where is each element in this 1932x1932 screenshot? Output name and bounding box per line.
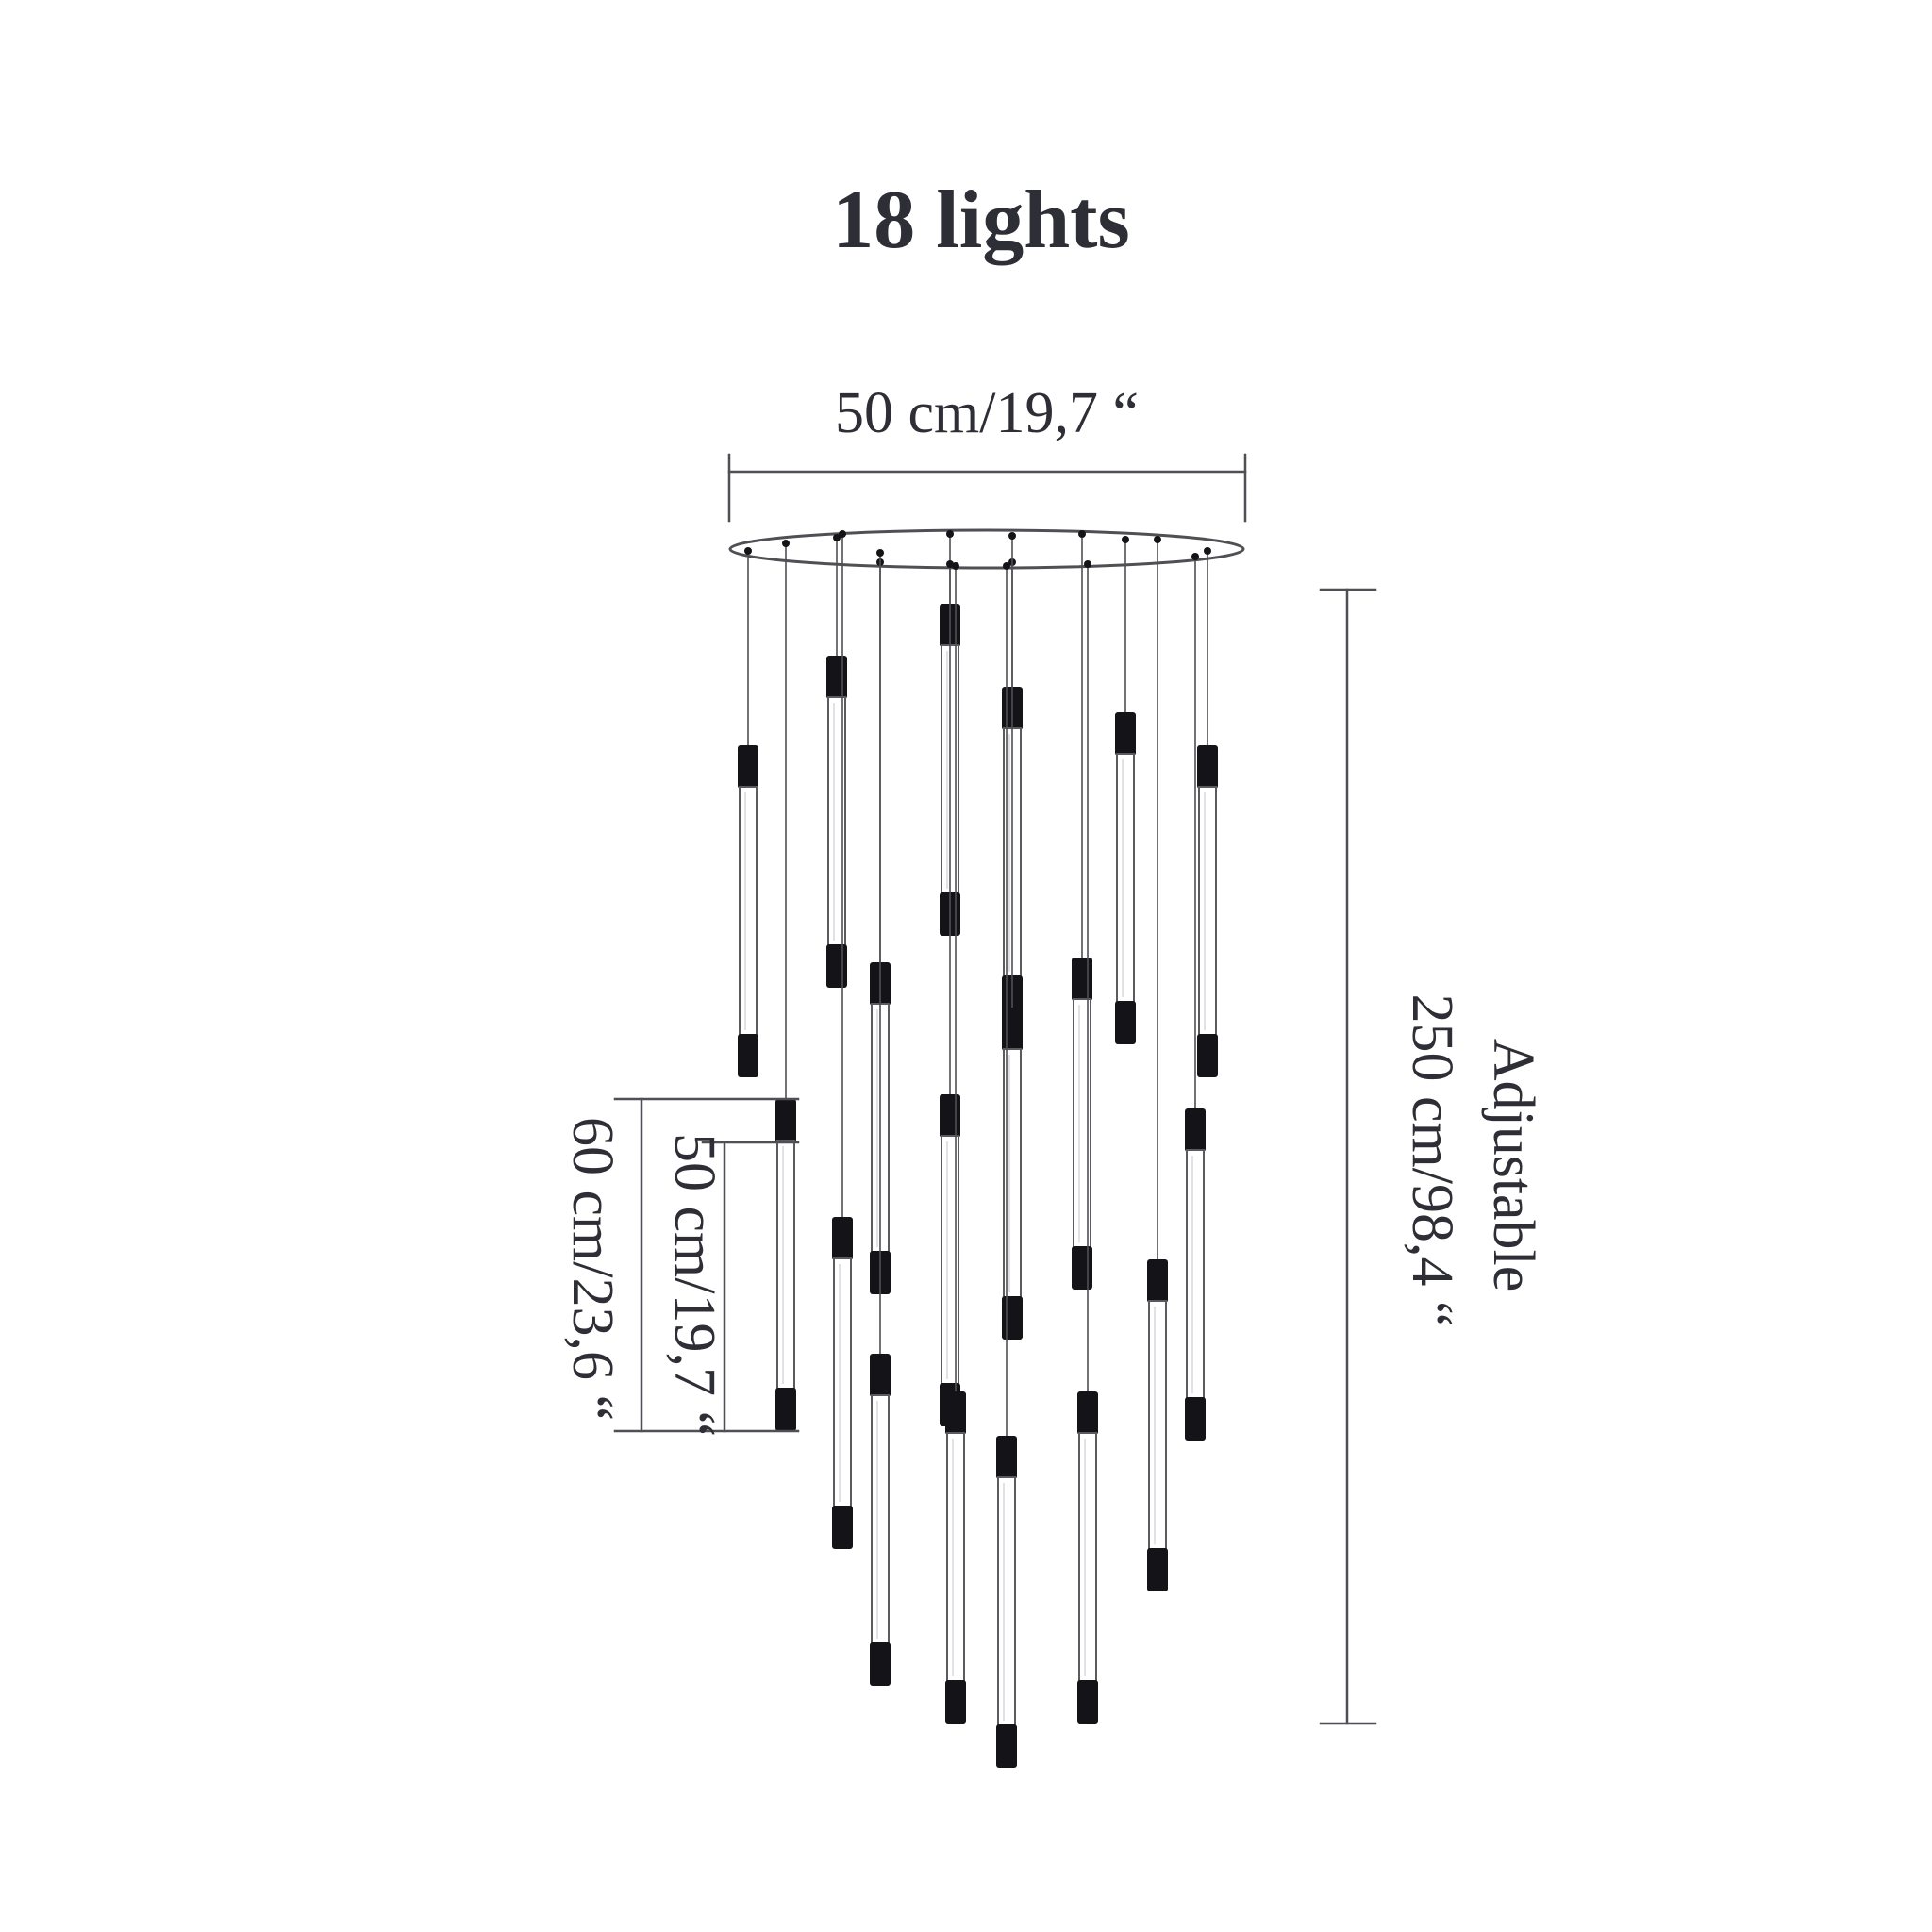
tube-bottom-cap [832,1506,853,1549]
tube-glass-body [833,1257,852,1508]
tube-glass-body [1148,1300,1167,1551]
tube-top-cap [826,656,847,699]
pendant-drop-dimension: 60 cm/23,6 “ 50 cm/19,7 “ [560,1097,800,1437]
wire-attachment-dot [1204,547,1211,555]
wire-attachment-dot [782,540,790,547]
diagram-title: 18 lights [832,175,1129,266]
tube-glass-body [776,1140,795,1391]
pendant-light [1197,547,1218,1077]
pendant-light [775,540,796,1431]
tube-top-cap [1002,1008,1023,1051]
pendant-light [1072,530,1092,1290]
pendant-light [738,547,758,1077]
wire-attachment-dot [1003,562,1010,570]
pendant-light [1147,536,1168,1591]
tube-top-cap [1197,745,1218,789]
tube-glass-body [1186,1149,1205,1400]
tube-bottom-cap [1077,1680,1098,1724]
tube-bottom-cap [996,1724,1017,1768]
wire-attachment-dot [876,549,884,557]
tube-top-cap [775,1099,796,1142]
pendant-total-drop-label: 60 cm/23,6 “ [560,1117,625,1421]
pendant-glass-length-label: 50 cm/19,7 “ [662,1133,726,1437]
ceiling-canopy [728,528,1245,570]
wire-attachment-dot [1191,553,1199,560]
tube-bottom-cap [1072,1246,1092,1290]
wire-attachment-dot [744,547,752,555]
tube-top-cap [870,1354,891,1397]
wire-attachment-dot [1154,536,1161,543]
wire-attachment-dot [946,530,954,538]
pendant-light [870,549,891,1686]
tube-top-cap [738,745,758,789]
tube-bottom-cap [1185,1397,1206,1441]
pendant-light [832,530,853,1549]
tube-glass-body [739,786,758,1037]
wire-attachment-dot [1008,532,1016,540]
tube-glass-body [1116,753,1135,1004]
pendant-light [1185,553,1206,1441]
tube-bottom-cap [1002,1296,1023,1340]
tube-bottom-cap [1115,1001,1136,1044]
pendant-light [1115,536,1136,1044]
tube-bottom-cap [1147,1548,1168,1591]
tube-top-cap [940,1094,960,1138]
tube-top-cap [1072,958,1092,1001]
wire-attachment-dot [1122,536,1129,543]
pendant-light [1077,560,1098,1724]
tube-glass-body [871,1394,890,1645]
tube-top-cap [832,1217,853,1260]
wire-attachment-dot [1078,530,1086,538]
wire-attachment-dot [1084,560,1091,568]
tube-glass-body [1078,1432,1097,1683]
tube-glass-body [946,1432,965,1683]
pendant-lights-group [738,530,1218,1768]
tube-top-cap [945,1391,966,1435]
tube-bottom-cap [775,1388,796,1431]
pendant-light [826,534,847,988]
tube-glass-body [1198,786,1217,1037]
tube-glass-body [997,1476,1016,1727]
canopy-width-dimension: 50 cm/19,7 “ [727,381,1247,523]
tube-top-cap [1185,1108,1206,1152]
canopy-width-label: 50 cm/19,7 “ [835,381,1139,445]
tube-top-cap [1115,712,1136,756]
tube-bottom-cap [826,944,847,988]
tube-top-cap [996,1436,1017,1479]
adjustable-height-value: 250 cm/98,4 “ [1400,994,1464,1327]
adjustable-height-dimension: 250 cm/98,4 “ Adjustable [1319,588,1545,1725]
tube-top-cap [1077,1391,1098,1435]
tube-bottom-cap [738,1034,758,1077]
wire-attachment-dot [952,562,959,570]
tube-top-cap [1147,1259,1168,1303]
wire-attachment-dot [833,534,841,541]
adjustable-label: Adjustable [1481,1039,1545,1292]
tube-bottom-cap [1197,1034,1218,1077]
pendant-light [945,562,966,1724]
pendant-light [996,562,1017,1768]
wire-attachment-dot [839,530,846,538]
tube-bottom-cap [870,1642,891,1686]
tube-bottom-cap [945,1680,966,1724]
